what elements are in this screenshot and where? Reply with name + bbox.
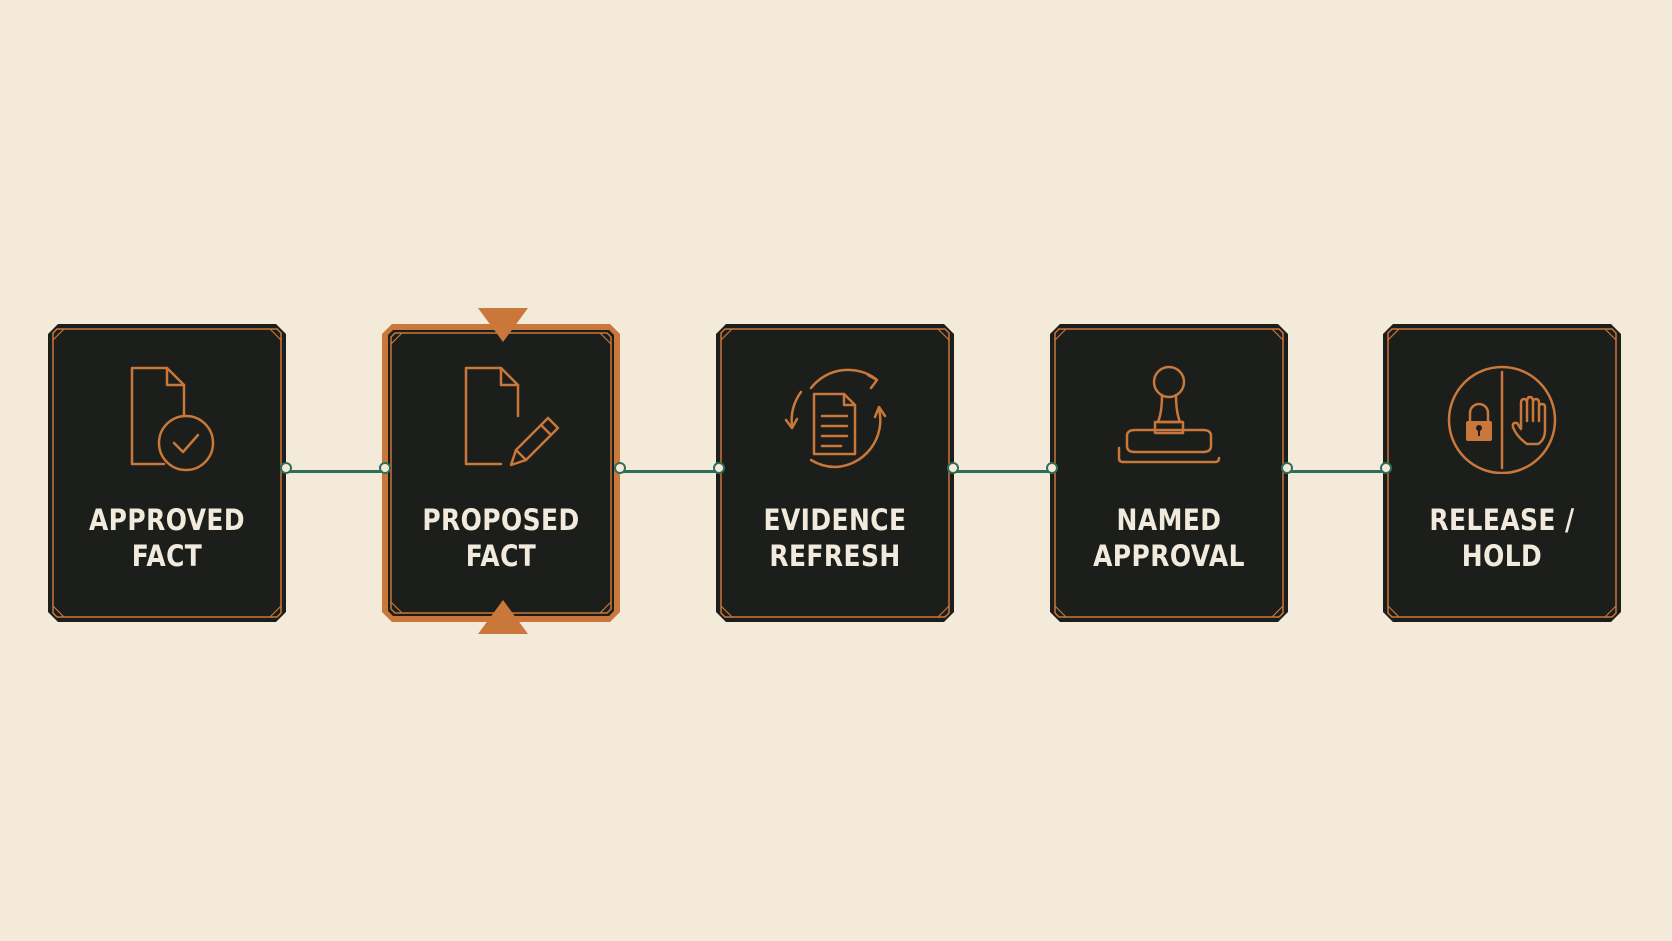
selection-marker-top xyxy=(478,308,528,342)
step-card-release-hold[interactable]: RELEASE / HOLD xyxy=(1383,324,1621,622)
connector-2-3 xyxy=(620,470,719,473)
step-card-evidence-refresh[interactable]: EVIDENCE REFRESH xyxy=(716,324,954,622)
document-pencil-icon xyxy=(464,366,560,467)
step-label: PROPOSED FACT xyxy=(422,503,580,573)
connector-node xyxy=(1046,462,1058,474)
step-label: RELEASE / HOLD xyxy=(1429,503,1575,573)
connector-node xyxy=(1380,462,1392,474)
connector-node xyxy=(1281,462,1293,474)
connector-4-5 xyxy=(1287,470,1386,473)
document-refresh-icon xyxy=(784,368,887,469)
step-card-approved-fact[interactable]: APPROVED FACT xyxy=(48,324,286,622)
rubber-stamp-icon xyxy=(1117,365,1221,464)
card-frame xyxy=(716,324,954,622)
step-card-named-approval[interactable]: NAMED APPROVAL xyxy=(1050,324,1288,622)
card-frame xyxy=(1050,324,1288,622)
selection-marker-bottom xyxy=(478,600,528,634)
document-check-icon xyxy=(130,366,215,472)
connector-node xyxy=(379,462,391,474)
step-label: APPROVED FACT xyxy=(88,503,246,573)
connector-node xyxy=(280,462,292,474)
lock-hand-icon xyxy=(1447,365,1557,474)
connector-node xyxy=(614,462,626,474)
step-label: EVIDENCE REFRESH xyxy=(763,503,907,573)
connector-3-4 xyxy=(953,470,1052,473)
connector-node xyxy=(947,462,959,474)
step-card-proposed-fact[interactable]: PROPOSED FACT xyxy=(382,324,620,622)
card-frame-highlighted xyxy=(382,324,620,622)
connector-1-2 xyxy=(286,470,385,473)
step-label: NAMED APPROVAL xyxy=(1093,503,1245,573)
connector-node xyxy=(713,462,725,474)
card-frame xyxy=(48,324,286,622)
